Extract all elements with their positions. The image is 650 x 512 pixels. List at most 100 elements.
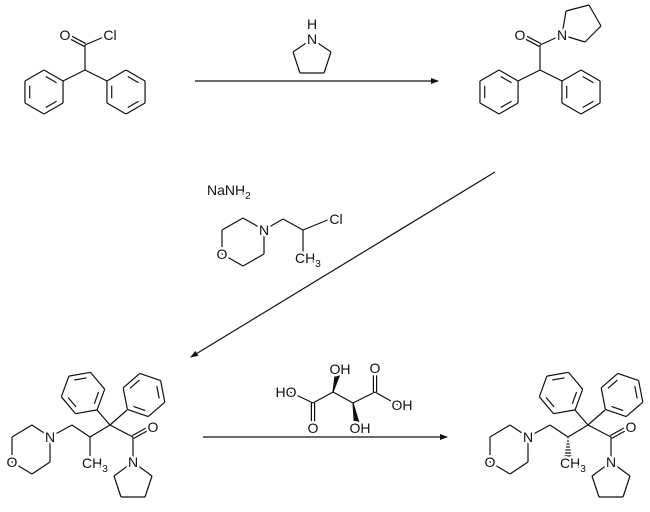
ring-bond (68, 371, 91, 377)
ring-bond (605, 408, 627, 418)
tartaric-acid: HO OH O OH O OH (273, 358, 415, 439)
aromatic-inner-bond (74, 377, 87, 381)
wedge-bond (332, 370, 342, 393)
pyrrolidine-bond (588, 4, 602, 27)
aromatic-inner-bond (45, 75, 57, 84)
aromatic-inner-bond (500, 75, 512, 84)
intermediate-amide: O N (512, 25, 570, 46)
ring-bond (574, 388, 584, 411)
bond (71, 424, 91, 438)
pyrrolidine-bond (591, 475, 600, 498)
aromatic-inner-bond (607, 379, 618, 389)
bond (539, 34, 563, 46)
bond (302, 218, 331, 231)
ring-bond (122, 372, 141, 389)
morpholine-bond (221, 217, 244, 231)
pyrrolidine-bond (292, 51, 301, 74)
bond (109, 409, 128, 426)
atom-N-morpholine: N (45, 429, 55, 445)
morpholine-bond (11, 461, 33, 475)
intermediate-amide-bonds (479, 4, 602, 115)
wedge-bond (352, 402, 361, 427)
bond (109, 424, 134, 438)
atom-O: O (60, 27, 71, 43)
morpholine-bond (221, 253, 244, 267)
bond (527, 424, 551, 438)
hydroxyl-label: OH (350, 420, 371, 436)
bond (263, 218, 284, 231)
aromatic-inner-bond (156, 386, 160, 399)
starting-material-bonds (24, 34, 146, 115)
ring-bond (106, 69, 127, 82)
sodium-amide-label: NaNH2 (207, 182, 251, 202)
double-bond (609, 425, 629, 437)
ring-bond (122, 387, 128, 410)
ring-bond (24, 69, 45, 82)
pyrrolidine-bond (113, 461, 134, 477)
bond (374, 391, 399, 406)
atom-H: H (307, 16, 317, 32)
aromatic-inner-bond (500, 100, 512, 109)
pyrrolidine-bond (561, 10, 567, 36)
pyrrolidine-reagent-bonds (292, 38, 332, 74)
bond (84, 69, 108, 82)
atom-N: N (557, 27, 567, 43)
ring-bond (75, 409, 98, 415)
bond (312, 391, 334, 404)
morpholine-bond (31, 461, 51, 475)
aromatic-inner-bond (611, 405, 624, 412)
methyl-label: CH3 (560, 455, 586, 475)
racemic-product-bonds (11, 371, 166, 498)
pyrrolidine-bond (132, 461, 153, 477)
atom-O-morpholine: O (7, 454, 18, 470)
bond (567, 424, 589, 438)
atom-O-morpholine: O (485, 454, 496, 470)
aromatic-inner-bond (634, 386, 638, 399)
atom-N-pyrrolidine: N (128, 454, 138, 470)
hydroxyl-label: OH (392, 397, 413, 413)
double-bond (611, 427, 631, 439)
aromatic-inner-bond (552, 377, 565, 381)
ring-bond (625, 401, 644, 418)
pyrrolidine-bond (292, 38, 313, 53)
bond (62, 69, 86, 82)
aromatic-inner-bond (133, 405, 146, 412)
ring-bond (60, 375, 70, 398)
atom-N-morpholine: N (523, 429, 533, 445)
morpholine-bond (509, 424, 529, 438)
methyl-label: CH3 (295, 250, 321, 270)
ring-bond (498, 69, 519, 82)
ring-bond (127, 408, 149, 418)
morpholine-bond (242, 217, 265, 231)
ring-bond (538, 396, 554, 415)
atom-N: N (307, 31, 317, 47)
ring-bond (546, 371, 569, 377)
double-bond (523, 34, 542, 45)
resolved-product: N O O N CH3 (482, 417, 639, 478)
morpholine-bond (509, 461, 529, 475)
ring-bond (561, 69, 582, 82)
aromatic-inner-bond (127, 100, 139, 109)
atom-O: O (217, 246, 228, 262)
tartaric-acid-bonds (289, 369, 399, 427)
pyrrolidine-reagent: H N (304, 14, 319, 50)
alkylating-agent-bonds (221, 217, 331, 267)
atom-O: O (370, 360, 381, 376)
morpholine-bond (31, 424, 51, 438)
ring-bond (96, 388, 106, 411)
morpholine-bond (11, 424, 33, 438)
ring-bond (600, 372, 619, 389)
ring-bond (24, 102, 45, 115)
bond (89, 424, 111, 438)
bond (517, 69, 541, 82)
ring-bond (479, 102, 500, 115)
aromatic-inner-bond (545, 396, 555, 408)
double-bond (68, 34, 87, 45)
pyrrolidine-bond (144, 475, 153, 498)
double-bond (521, 36, 540, 47)
double-bond (133, 427, 153, 439)
ring-bond (147, 401, 166, 418)
atom-O-carbonyl: O (148, 419, 159, 435)
ring-bond (600, 387, 606, 410)
